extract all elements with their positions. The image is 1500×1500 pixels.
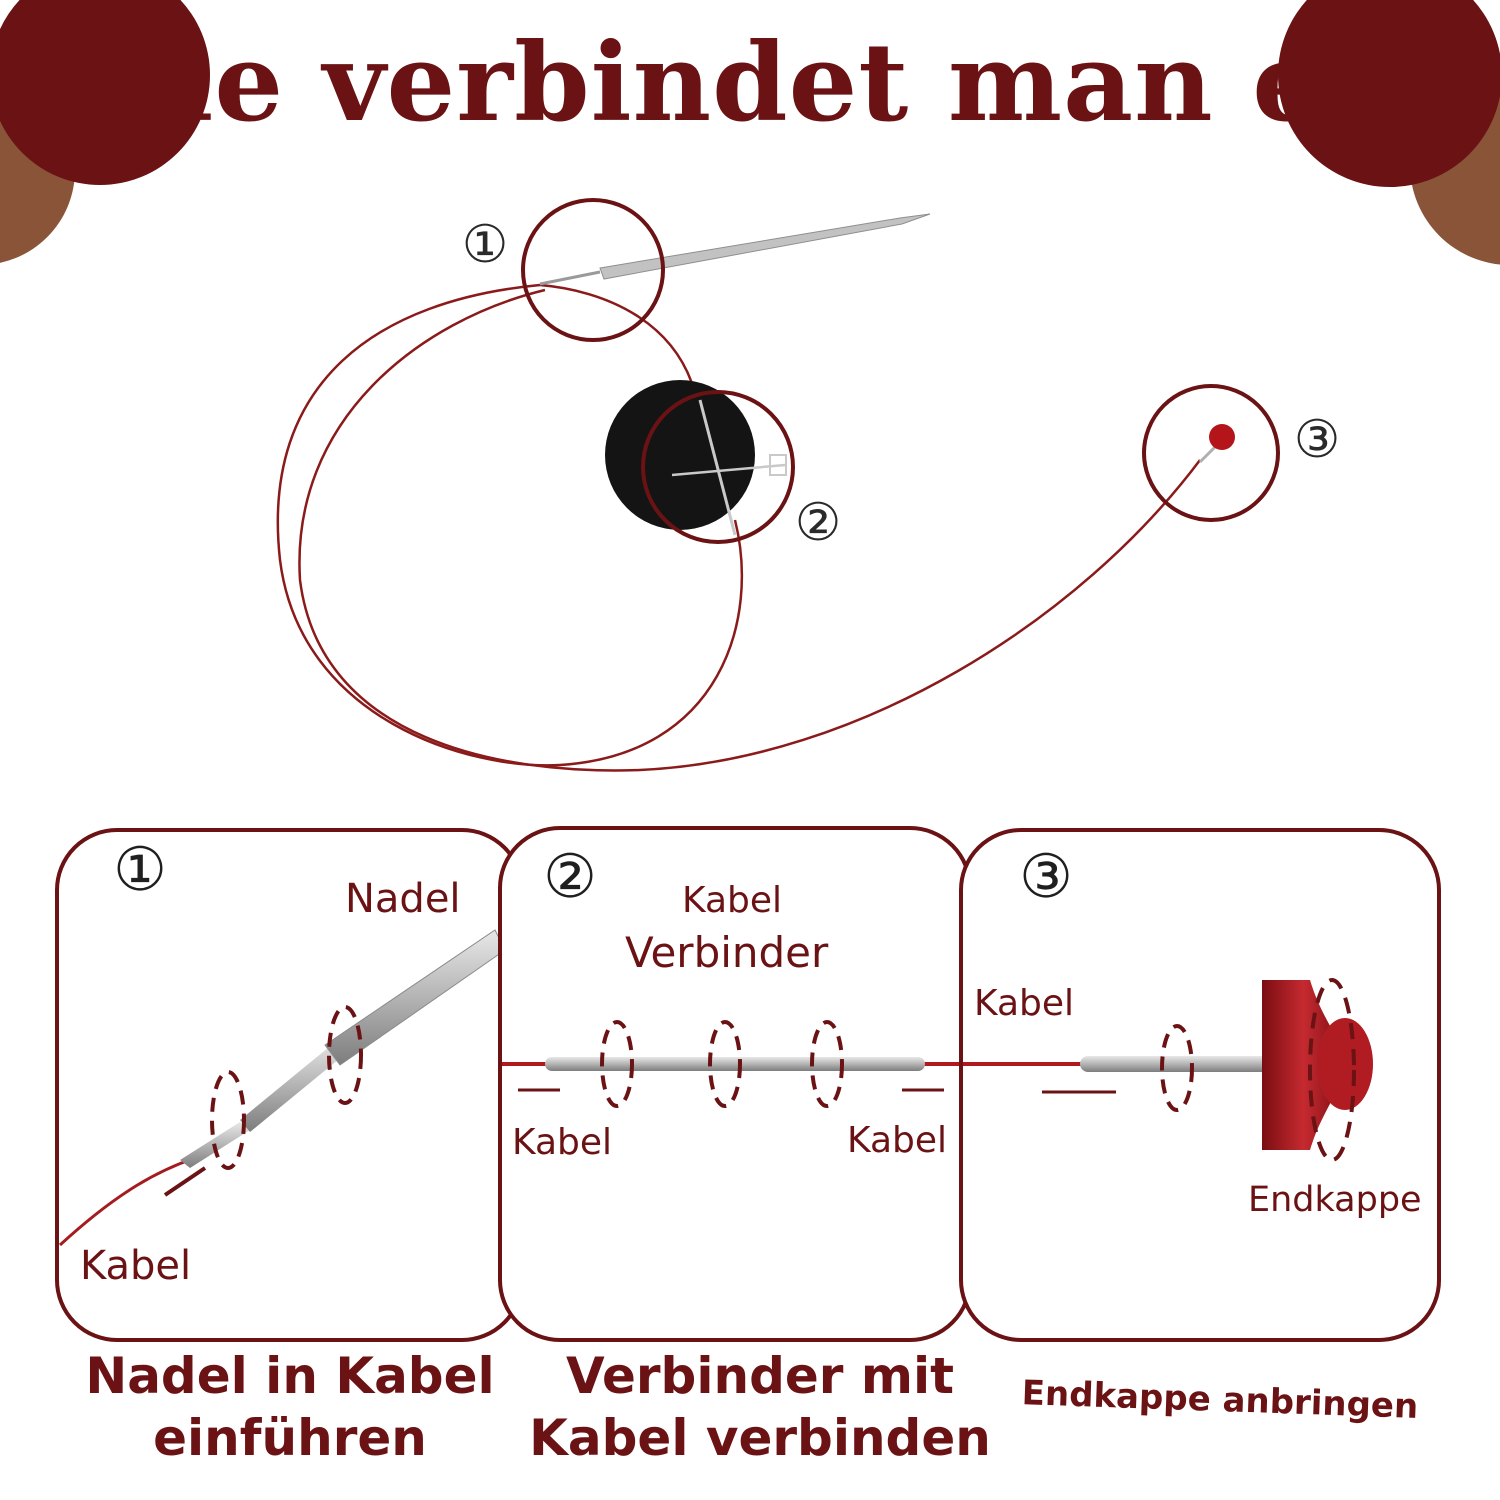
panel1-label-nadel: Nadel: [345, 876, 461, 922]
corner-circle-left-red: [0, 0, 210, 185]
panel3-connector: [1080, 1056, 1270, 1072]
corner-decorations: [0, 0, 1500, 265]
panel3-label-kabel: Kabel: [974, 983, 1075, 1024]
panel2-label-kabel-top: Kabel: [682, 880, 783, 921]
cable-loop-a: [276, 283, 744, 767]
overview-illustration: ① ② ③: [276, 198, 1341, 772]
step1-caption-line1: Nadel in Kabel: [85, 1347, 495, 1405]
panel3-rotate-icon: [1160, 1024, 1194, 1112]
highlight-circle-1: [521, 198, 665, 342]
overview-marker-1: ①: [462, 215, 509, 275]
highlight-circle-2: [641, 390, 795, 544]
panel3-label-endkappe: Endkappe: [1248, 1180, 1422, 1220]
connector-pin-horizontal: [671, 463, 786, 477]
endcap-icon: [1209, 424, 1235, 450]
panel2-label-kabel-right: Kabel: [847, 1120, 948, 1161]
panel2-number: ②: [543, 842, 597, 912]
endcap-base: [1262, 980, 1345, 1150]
panel1-number: ①: [113, 835, 167, 905]
highlight-circle-3: [1142, 384, 1280, 522]
panel1-cable: [58, 1156, 196, 1247]
panel1-rotate-icon-upper: [327, 1005, 363, 1105]
connector-key: [769, 454, 787, 476]
step-panel-2: [498, 826, 972, 1342]
step2-caption: Verbinder mit Kabel verbinden: [515, 1345, 1005, 1469]
panel2-rotate-icon-3: [810, 1020, 844, 1108]
panel2-rotate-icon-2: [708, 1020, 742, 1108]
panel2-label-kabel-left: Kabel: [512, 1122, 613, 1163]
connector-pin-vertical: [698, 399, 737, 536]
endcap-knob: [1317, 1018, 1373, 1110]
step2-caption-line2: Kabel verbinden: [529, 1409, 991, 1467]
corner-circle-right-red: [1278, 0, 1500, 187]
step1-caption: Nadel in Kabel einführen: [60, 1345, 520, 1469]
step3-caption-line1: Endkappe anbringen: [1021, 1373, 1419, 1427]
panel1-label-kabel: Kabel: [80, 1243, 192, 1289]
step2-caption-line1: Verbinder mit: [566, 1347, 954, 1405]
panel2-label-verbinder: Verbinder: [625, 928, 829, 977]
needle-shaft-thin: [539, 270, 601, 286]
connector-disk: [605, 380, 755, 530]
page-title: Wie verbindet man es?: [51, 20, 1449, 146]
panel1-needle-taper: [240, 1038, 350, 1132]
panel2-connector-body: [545, 1057, 925, 1071]
panel3-number: ③: [1019, 842, 1073, 912]
overview-marker-2: ②: [795, 493, 842, 553]
cable-loop-b: [298, 288, 1201, 772]
panel1-push-arrow-icon: [163, 1166, 207, 1197]
step-panel-1: [55, 828, 524, 1342]
panel3-endcap-rotate-icon: [1308, 978, 1356, 1162]
step3-caption: Endkappe anbringen: [1009, 1371, 1430, 1430]
step1-caption-line2: einführen: [153, 1409, 427, 1467]
steps-panels: ① ② ③: [55, 826, 1441, 1342]
overview-marker-3: ③: [1294, 410, 1341, 470]
needle-body: [599, 213, 931, 280]
step-panel-3: [959, 828, 1441, 1342]
panel1-rotate-icon-lower: [210, 1070, 246, 1170]
panel2-rotate-icon-1: [600, 1020, 634, 1108]
